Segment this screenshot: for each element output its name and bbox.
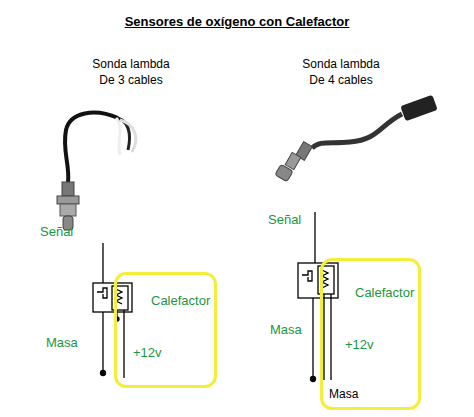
- sensor-3-wire-photo: [57, 113, 136, 230]
- heater-label: Calefactor: [355, 285, 414, 300]
- diagram-title: Sensores de oxígeno con Calefactor: [0, 14, 474, 29]
- schematic-3-wire: [93, 243, 132, 378]
- signal-label: Señal: [40, 224, 73, 239]
- wire-label: +12v: [133, 345, 162, 360]
- wire-label: +12v: [345, 337, 374, 352]
- sensor-4-wire-photo: [275, 95, 438, 182]
- signal-label: Señal: [268, 212, 301, 227]
- ground-label: Masa: [270, 322, 302, 337]
- sensor-caption: Sonda lambda De 4 cables: [298, 56, 384, 88]
- heater-box: Calefactor +12vMasa: [320, 258, 421, 410]
- sensor-caption: Sonda lambda De 3 cables: [88, 56, 174, 88]
- heater-label: Calefactor: [151, 293, 210, 308]
- ground-label: Masa: [46, 335, 78, 350]
- schematic-4-wire: [298, 212, 338, 382]
- wire-label: Masa: [329, 387, 358, 401]
- heater-box: Calefactor +12v: [114, 272, 217, 388]
